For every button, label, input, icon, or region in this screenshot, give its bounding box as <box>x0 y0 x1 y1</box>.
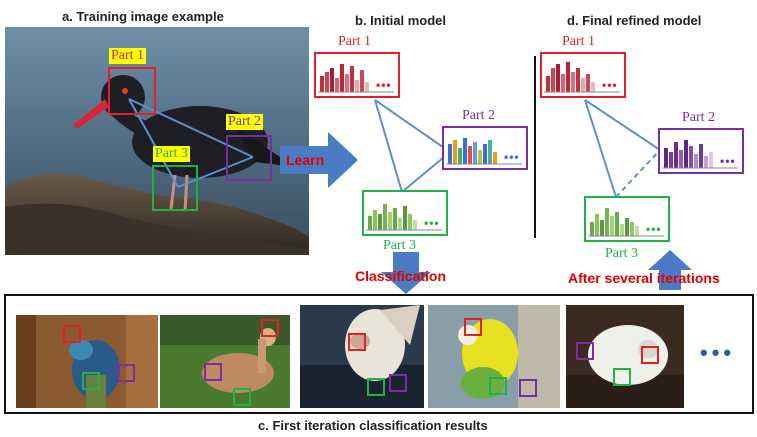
learn-arrow <box>280 132 358 188</box>
result3-part1-box <box>348 333 366 351</box>
more-results-icon: ••• <box>700 340 736 365</box>
caption-d: d. Final refined model <box>567 13 702 28</box>
result4-part3-box <box>489 377 507 395</box>
part1-label-b: Part 1 <box>338 34 372 49</box>
caption-b: b. Initial model <box>355 13 447 28</box>
iterations-arrow <box>648 250 692 290</box>
after-iterations-label: After several iterations <box>568 270 720 286</box>
result1-part2-box <box>117 364 135 382</box>
result-image-4 <box>428 305 560 408</box>
bird-photo <box>5 27 309 255</box>
result2-part1-box <box>261 319 279 337</box>
panel-divider <box>534 56 536 238</box>
part1-histogram-d <box>544 62 620 93</box>
caption-c: c. First iteration classification result… <box>258 418 488 433</box>
ellipsis-icon: ••• <box>504 150 520 164</box>
ellipsis-icon: ••• <box>376 78 392 92</box>
ellipsis-icon: ••• <box>424 216 440 230</box>
part1-card-d: ••• <box>540 52 626 98</box>
result3-part3-box <box>367 378 385 396</box>
results-frame <box>4 294 754 414</box>
result4-part2-box <box>519 379 537 397</box>
ellipsis-icon: ••• <box>720 154 736 168</box>
part3-label-b: Part 3 <box>383 238 417 253</box>
part3-label-a: Part 3 <box>153 146 191 162</box>
part2-card-d: ••• <box>658 128 744 174</box>
result1-part1-box <box>63 325 81 343</box>
result5-part2-box <box>576 342 594 360</box>
ellipsis-icon: ••• <box>646 222 662 236</box>
result1-part3-box <box>82 372 100 390</box>
part2-card-b: ••• <box>442 126 528 170</box>
classification-label: Classification <box>355 268 447 284</box>
part2-label-a: Part 2 <box>226 114 264 130</box>
result5-part1-box <box>641 346 659 364</box>
result-image-5 <box>566 305 684 408</box>
result-image-2 <box>160 315 290 408</box>
ellipsis-icon: ••• <box>602 78 618 92</box>
part3-box <box>152 165 198 211</box>
part2-label-d: Part 2 <box>682 110 716 125</box>
caption-a: a. Training image example <box>62 9 224 24</box>
result5-part3-box <box>613 368 631 386</box>
learn-label: Learn <box>286 152 325 168</box>
result-image-1 <box>16 315 158 408</box>
part2-label-b: Part 2 <box>462 108 496 123</box>
part2-box <box>226 135 272 181</box>
classification-arrow <box>381 252 431 294</box>
part3-histogram-d <box>588 208 664 237</box>
final-model-edges <box>584 99 661 198</box>
part2-histogram-b <box>446 138 522 165</box>
part3-histogram-b <box>366 204 442 231</box>
result-image-3 <box>300 305 424 408</box>
part1-box <box>108 67 156 115</box>
part3-card-d: ••• <box>584 196 670 242</box>
part3-label-d: Part 3 <box>605 246 639 261</box>
result4-part1-box <box>464 318 482 336</box>
part2-histogram-d <box>662 140 738 169</box>
training-image <box>5 27 309 255</box>
result3-part2-box <box>389 374 407 392</box>
part1-card-b: ••• <box>314 52 400 98</box>
part1-histogram-b <box>318 64 394 93</box>
result2-part3-box <box>233 388 251 406</box>
part1-label-d: Part 1 <box>562 34 596 49</box>
part3-card-b: ••• <box>362 190 448 236</box>
result2-part2-box <box>204 363 222 381</box>
part1-label-a: Part 1 <box>109 48 147 64</box>
